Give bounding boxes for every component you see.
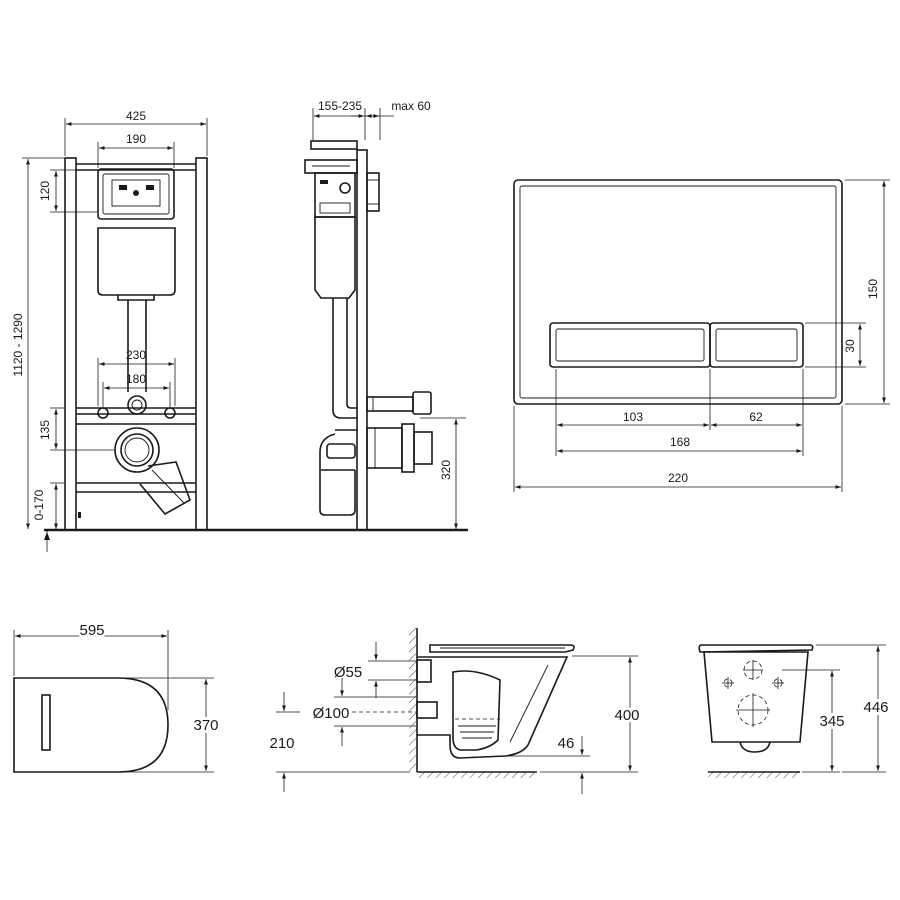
bowl-length-label: 595 xyxy=(79,622,104,639)
outlet-diameter-label: Ø100 xyxy=(313,705,350,722)
drain-elbow xyxy=(139,461,191,516)
plate-height-label: 150 xyxy=(866,279,880,299)
pipe-height-label: 320 xyxy=(439,460,453,480)
front-bowl-body xyxy=(703,651,809,743)
bowl-body xyxy=(417,656,569,759)
bolt-230-label: 230 xyxy=(126,348,146,362)
bowl-top-view: 595 370 xyxy=(13,620,222,773)
right-button-label: 62 xyxy=(749,410,763,424)
depth-label: 155-235 xyxy=(318,99,362,113)
bolt-180-label: 180 xyxy=(126,372,146,386)
wall-section xyxy=(356,149,368,531)
outlet-height-label: 210 xyxy=(269,735,294,752)
drain-connector xyxy=(114,427,160,473)
bowl-width-label: 370 xyxy=(193,717,218,734)
bowl-top-outline xyxy=(13,677,169,773)
side-cistern xyxy=(314,216,356,299)
flush-button-small xyxy=(709,322,804,368)
module-width-label: 190 xyxy=(126,132,146,146)
plate-width-label: 220 xyxy=(668,471,688,485)
flush-button-large xyxy=(549,322,711,368)
flush-height-label: 120 xyxy=(38,181,52,201)
side-drain-elbow xyxy=(319,429,357,516)
flush-plate: 150 30 103 62 168 220 xyxy=(513,179,890,492)
seat-lid xyxy=(429,644,575,653)
flush-module xyxy=(97,168,175,220)
seat-hinge xyxy=(41,694,51,751)
right-bolt xyxy=(164,407,176,419)
bowl-height-label: 400 xyxy=(614,707,639,724)
buttons-total-label: 168 xyxy=(670,435,690,449)
bowl-front-view: 345 446 xyxy=(698,644,892,778)
button-height-label: 30 xyxy=(843,339,857,353)
side-flush-module xyxy=(314,172,356,218)
water-inlet xyxy=(127,395,147,415)
left-button-label: 103 xyxy=(623,410,643,424)
left-upright xyxy=(64,157,77,531)
inlet-diameter-label: Ø55 xyxy=(334,664,362,681)
drain-height-label: 135 xyxy=(38,420,52,440)
right-upright xyxy=(195,157,208,531)
bowl-side-section: Ø55 Ø100 210 400 46 xyxy=(267,628,643,794)
front-seat xyxy=(698,644,814,653)
total-height-label: 446 xyxy=(863,699,888,716)
leg-range-label: 0-170 xyxy=(32,489,46,520)
mount-height-label: 345 xyxy=(819,713,844,730)
frame-height-label: 1120 - 1290 xyxy=(11,313,25,376)
foot-height-label: 46 xyxy=(558,735,575,752)
cistern xyxy=(97,227,176,296)
left-bolt xyxy=(97,407,109,419)
wall-max-label: max 60 xyxy=(391,99,431,113)
frame-width-label: 425 xyxy=(126,109,146,123)
frame-front-view: 425 190 120 1120 - 1290 230 180 135 xyxy=(11,109,365,552)
frame-side-view: 155-235 max 60 320 xyxy=(304,99,468,532)
flush-plate-outline xyxy=(513,179,843,405)
